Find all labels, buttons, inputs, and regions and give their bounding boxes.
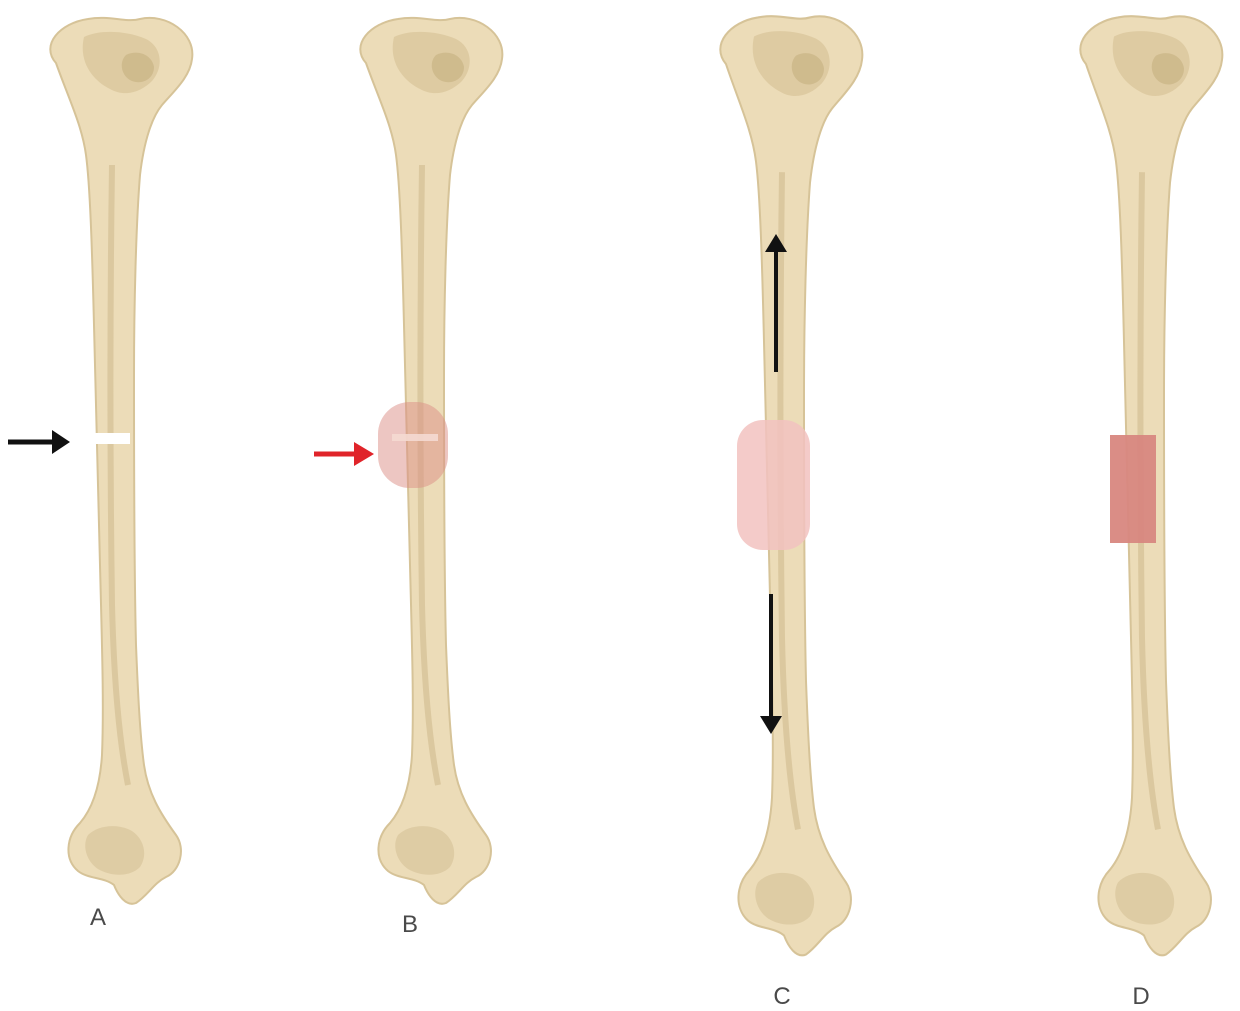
soft-callus-c <box>737 420 810 550</box>
fracture-gap-b <box>392 434 438 441</box>
panel-label-d: D <box>1132 983 1149 1010</box>
panel-d: D <box>1080 16 1222 1010</box>
panel-label-b: B <box>402 911 418 938</box>
black-arrow-icon <box>8 430 70 454</box>
hard-callus-d <box>1110 435 1156 543</box>
panel-a: A <box>8 18 192 931</box>
panel-label-c: C <box>773 983 790 1010</box>
fracture-gap-a <box>84 433 130 444</box>
hematoma-b <box>378 402 448 488</box>
panel-b: B <box>314 18 502 938</box>
panel-c: C <box>720 16 862 1010</box>
bone-a <box>50 18 192 904</box>
red-arrow-icon <box>314 442 374 466</box>
panel-label-a: A <box>90 904 106 931</box>
